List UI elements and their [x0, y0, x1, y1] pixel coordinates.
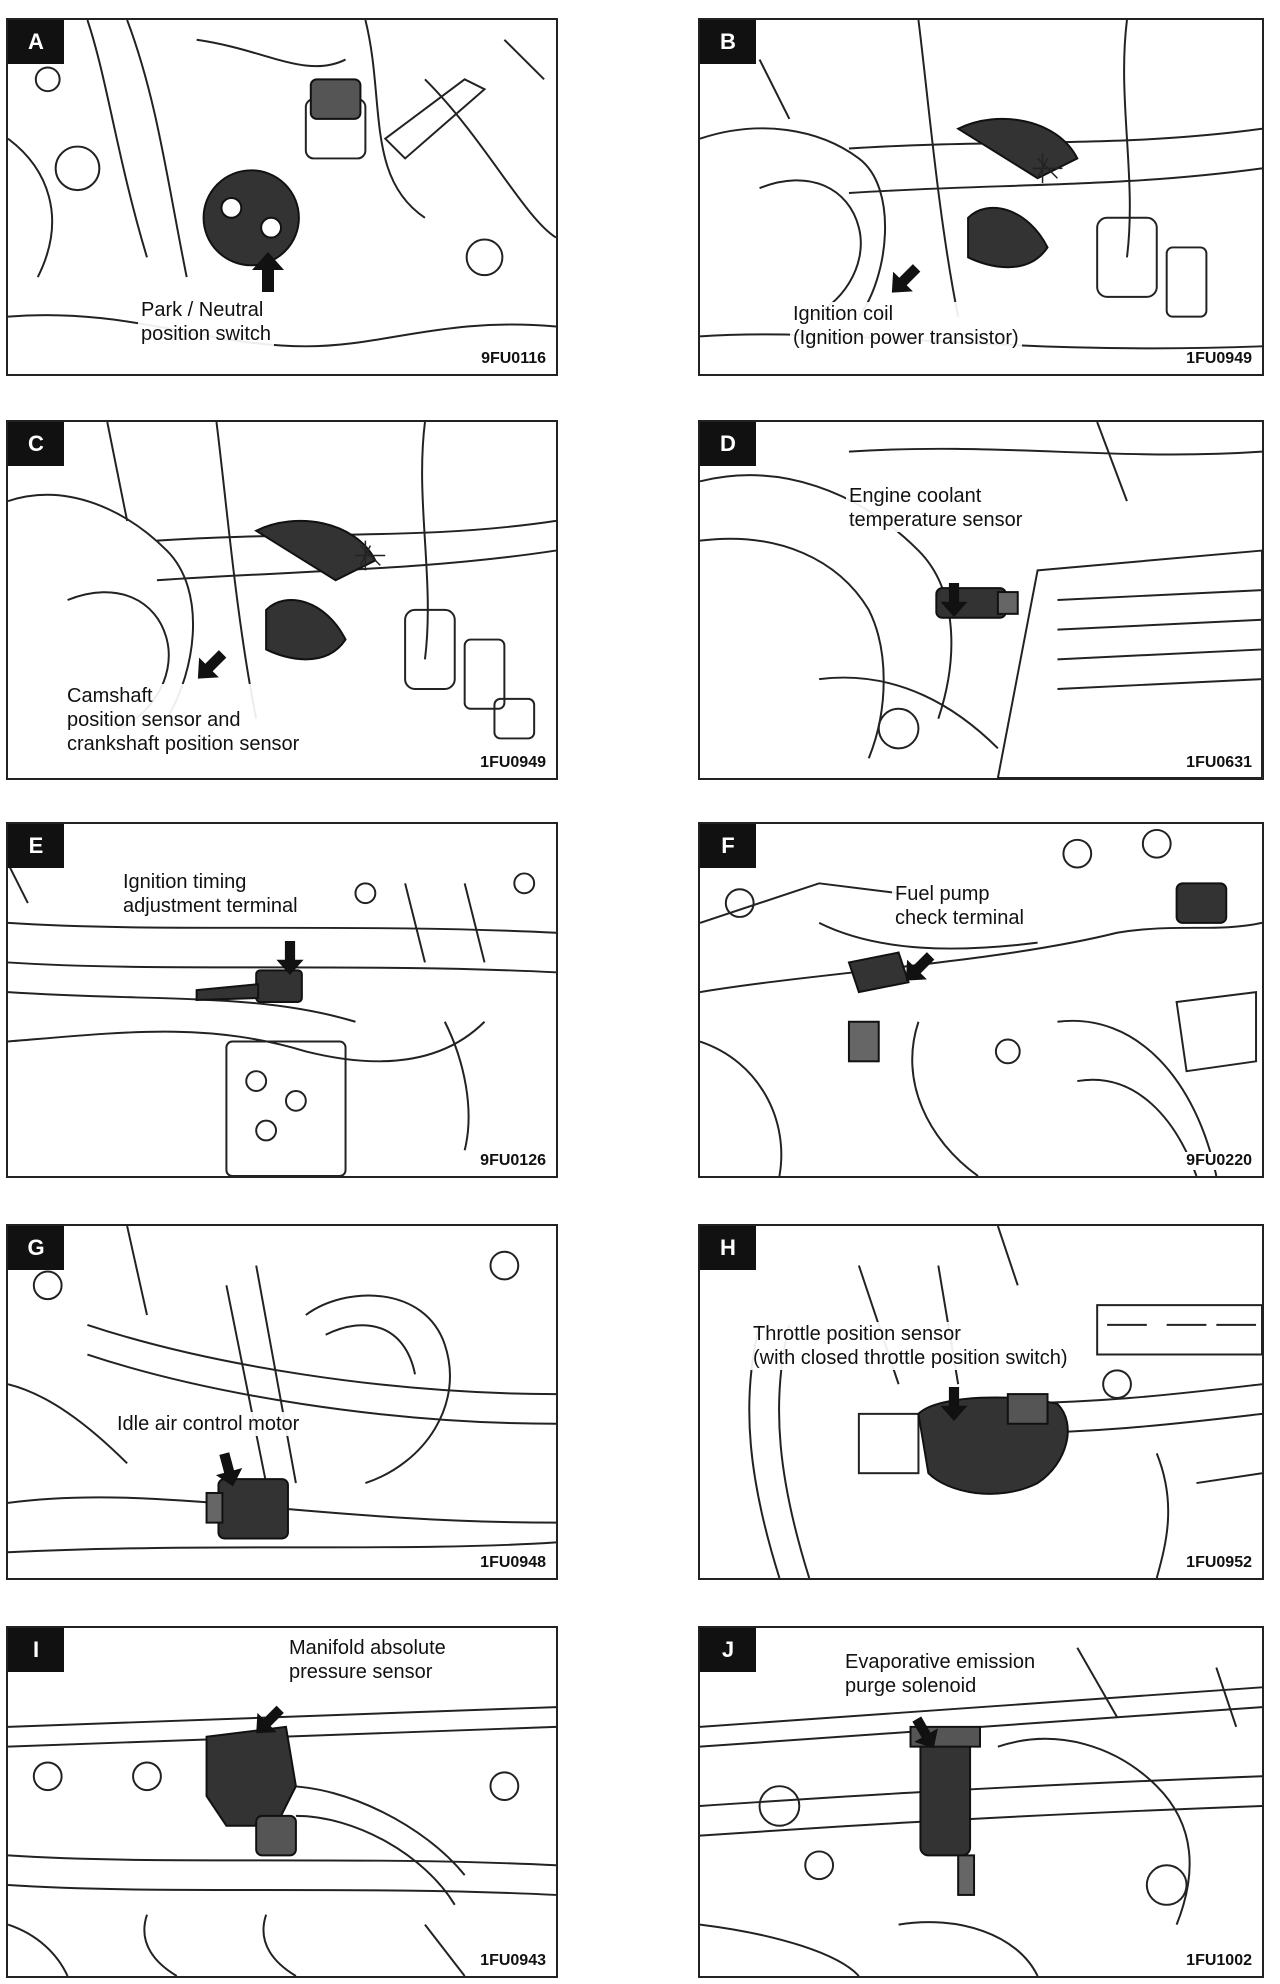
figure-code: 9FU0126 [478, 1152, 548, 1170]
callout-arrow-icon [896, 942, 945, 991]
callout-arrow-icon [940, 578, 968, 617]
callout-arrow-icon [246, 1696, 293, 1743]
component-label: Fuel pump check terminal [892, 882, 1027, 930]
component-label: Camshaft position sensor and crankshaft … [64, 684, 303, 756]
callout-arrow-icon [902, 1708, 946, 1756]
figure-code: 9FU0116 [479, 350, 548, 368]
engine-illustration [8, 1226, 556, 1554]
callout-arrow-icon [882, 254, 931, 303]
component-label: Ignition timing adjustment terminal [120, 870, 301, 918]
panel-letter: D [700, 422, 756, 466]
figure-code: 1FU0949 [478, 754, 548, 772]
panel-b: B Ignition coil (Ignition power transist… [698, 18, 1264, 376]
engine-illustration [8, 863, 556, 1176]
component-label: Evaporative emission purge solenoid [842, 1650, 1039, 1698]
callout-arrow-icon [252, 252, 284, 297]
panel-letter: G [8, 1226, 64, 1270]
figure-code: 1FU0952 [1184, 1554, 1254, 1572]
panel-d: D Engine coolant temperature sensor 1FU0… [698, 420, 1264, 780]
panel-h: H Throttle position sensor (with closed … [698, 1224, 1264, 1580]
panel-letter: H [700, 1226, 756, 1270]
callout-arrow-icon [188, 640, 237, 689]
component-label: Engine coolant temperature sensor [846, 484, 1026, 532]
callout-arrow-icon [940, 1382, 968, 1421]
callout-arrow-icon [209, 1445, 246, 1490]
panel-j: J Evaporative emission purge solenoid 1F… [698, 1626, 1264, 1978]
component-label: Park / Neutral position switch [138, 298, 275, 346]
callout-arrow-icon [276, 936, 304, 975]
panel-f: F Fuel pump check terminal 9FU0220 [698, 822, 1264, 1178]
component-label: Manifold absolute pressure sensor [286, 1636, 449, 1684]
figure-code: 1FU0631 [1184, 754, 1254, 772]
engine-illustration [748, 1226, 1262, 1578]
engine-illustration [700, 1647, 1262, 1976]
panel-letter: J [700, 1628, 756, 1672]
panel-e: E Ignition timing adjustment terminal 9F… [6, 822, 558, 1178]
panel-letter: I [8, 1628, 64, 1672]
component-label: Idle air control motor [114, 1412, 303, 1436]
figure-code: 1FU0949 [1184, 350, 1254, 368]
figure-code: 1FU0943 [478, 1952, 548, 1970]
component-label: Throttle position sensor (with closed th… [750, 1322, 1071, 1370]
panel-i: I Manifold absolute pressure sensor 1FU0… [6, 1626, 558, 1978]
panel-letter: C [8, 422, 64, 466]
engine-illustration [8, 422, 556, 740]
panel-a: A Park / Neutral position switch 9FU0116 [6, 18, 558, 376]
panel-letter: B [700, 20, 756, 64]
panel-g: G Idle air control motor 1FU0948 [6, 1224, 558, 1580]
panel-c: C Camshaft position sensor and crankshaf… [6, 420, 558, 780]
figure-code: 1FU0948 [478, 1554, 548, 1572]
figure-code: 1FU1002 [1184, 1952, 1254, 1970]
panel-letter: F [700, 824, 756, 868]
engine-illustration [700, 828, 1262, 1176]
engine-illustration [8, 1706, 556, 1976]
component-label: Ignition coil (Ignition power transistor… [790, 302, 1022, 350]
panel-letter: E [8, 824, 64, 868]
engine-illustration [8, 20, 556, 348]
engine-illustration [700, 20, 1262, 350]
engine-illustration [700, 422, 1262, 778]
panel-letter: A [8, 20, 64, 64]
figure-code: 9FU0220 [1184, 1152, 1254, 1170]
